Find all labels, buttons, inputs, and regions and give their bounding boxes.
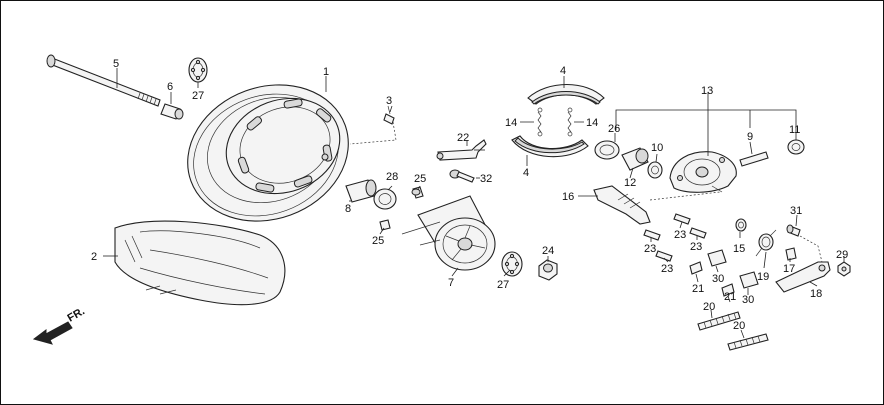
part-32-bolt <box>449 169 475 183</box>
leader-lines <box>103 68 845 339</box>
label-part-26: 26 <box>608 123 620 135</box>
label-part-4-upper: 4 <box>560 65 566 77</box>
part-30-joint-lower <box>739 271 759 289</box>
front-direction-arrow <box>32 321 73 345</box>
part-25-bolt-upper <box>411 186 424 199</box>
label-part-23-a: 23 <box>644 243 656 255</box>
label-part-30-lower: 30 <box>742 294 754 306</box>
part-19-return-spring <box>755 229 777 257</box>
part-26-seal <box>594 140 620 160</box>
part-4-brake-shoe-lower <box>511 135 589 158</box>
part-23-pin-c <box>689 227 707 239</box>
part-31-bolt <box>786 224 801 237</box>
part-11-cap <box>787 139 805 155</box>
label-part-20-lower: 20 <box>733 320 745 332</box>
part-29-nut <box>837 261 851 277</box>
part-30-joint-upper <box>707 249 727 267</box>
label-part-21-upper: 21 <box>692 283 704 295</box>
part-23-pin-b <box>673 213 691 225</box>
part-18-brake-arm <box>775 261 831 293</box>
label-part-20-upper: 20 <box>703 301 715 313</box>
part-4-brake-shoe-upper <box>527 83 605 105</box>
part-23-pin-d <box>655 250 673 262</box>
label-part-23-d: 23 <box>661 263 673 275</box>
label-part-2: 2 <box>91 251 97 263</box>
part-14-spring-right <box>567 107 573 137</box>
part-23-pin-a <box>643 229 661 241</box>
cam-leader <box>649 191 721 201</box>
label-part-12: 12 <box>624 177 636 189</box>
label-part-25-lower: 25 <box>372 235 384 247</box>
part-14-spring-left <box>537 107 543 137</box>
part-27-bearing-upper <box>188 57 208 83</box>
valve-leader <box>349 121 397 145</box>
label-part-24: 24 <box>542 245 554 257</box>
label-part-23-c: 23 <box>690 241 702 253</box>
label-part-3: 3 <box>386 95 392 107</box>
part-24-nut <box>538 259 558 281</box>
label-part-5: 5 <box>113 58 119 70</box>
part-7-hub-drum <box>401 195 496 271</box>
label-part-10: 10 <box>651 142 663 154</box>
label-part-28: 28 <box>386 171 398 183</box>
part-5-axle <box>46 54 161 107</box>
part-28-oil-seal <box>373 188 397 210</box>
label-part-9: 9 <box>747 131 753 143</box>
label-part-6: 6 <box>167 81 173 93</box>
label-part-19: 19 <box>757 271 769 283</box>
part-12-cam-bearing <box>621 147 649 171</box>
label-part-14-left: 14 <box>505 117 517 129</box>
label-part-1: 1 <box>323 66 329 78</box>
label-part-29: 29 <box>836 249 848 261</box>
part-27-bearing-lower <box>501 251 523 277</box>
part-21-clip-lower <box>721 283 735 297</box>
label-part-14-right: 14 <box>586 117 598 129</box>
label-part-22: 22 <box>457 132 469 144</box>
part-15-washer <box>735 218 747 232</box>
label-part-31: 31 <box>790 205 802 217</box>
part-6-collar <box>160 103 184 120</box>
label-part-27-upper: 27 <box>192 90 204 102</box>
arm-leader <box>799 235 823 263</box>
label-part-21-lower: 21 <box>724 291 736 303</box>
part-3-valve <box>383 105 395 125</box>
label-part-30-upper: 30 <box>712 273 724 285</box>
label-part-25-upper: 25 <box>414 173 426 185</box>
label-part-7: 7 <box>448 277 454 289</box>
part-20-spring-upper <box>697 311 741 331</box>
label-part-27-lower: 27 <box>497 279 509 291</box>
part-16-cam <box>593 185 651 225</box>
part-13-brake-panel <box>669 151 737 193</box>
label-part-13: 13 <box>701 85 713 97</box>
label-part-23-b: 23 <box>674 229 686 241</box>
part-21-clip-upper <box>689 261 703 275</box>
part-9-pin <box>739 151 769 167</box>
label-part-32: 32 <box>480 173 492 185</box>
label-part-8: 8 <box>345 203 351 215</box>
part-20-spring-lower <box>727 333 769 351</box>
label-part-18: 18 <box>810 288 822 300</box>
label-part-15: 15 <box>733 243 745 255</box>
label-part-17: 17 <box>783 263 795 275</box>
part-17-pin <box>785 247 797 261</box>
front-indicator-label: FR. <box>66 305 87 324</box>
label-part-16: 16 <box>562 191 574 203</box>
label-part-11: 11 <box>789 124 800 136</box>
part-25-bolt-lower <box>379 219 391 231</box>
part-10-washer <box>647 161 663 179</box>
part-8-collar <box>345 179 377 203</box>
part-2-tire <box>114 220 286 306</box>
part-22-bracket <box>436 139 487 161</box>
label-part-4-lower: 4 <box>523 167 529 179</box>
part-1-wheel-rim <box>187 84 349 222</box>
